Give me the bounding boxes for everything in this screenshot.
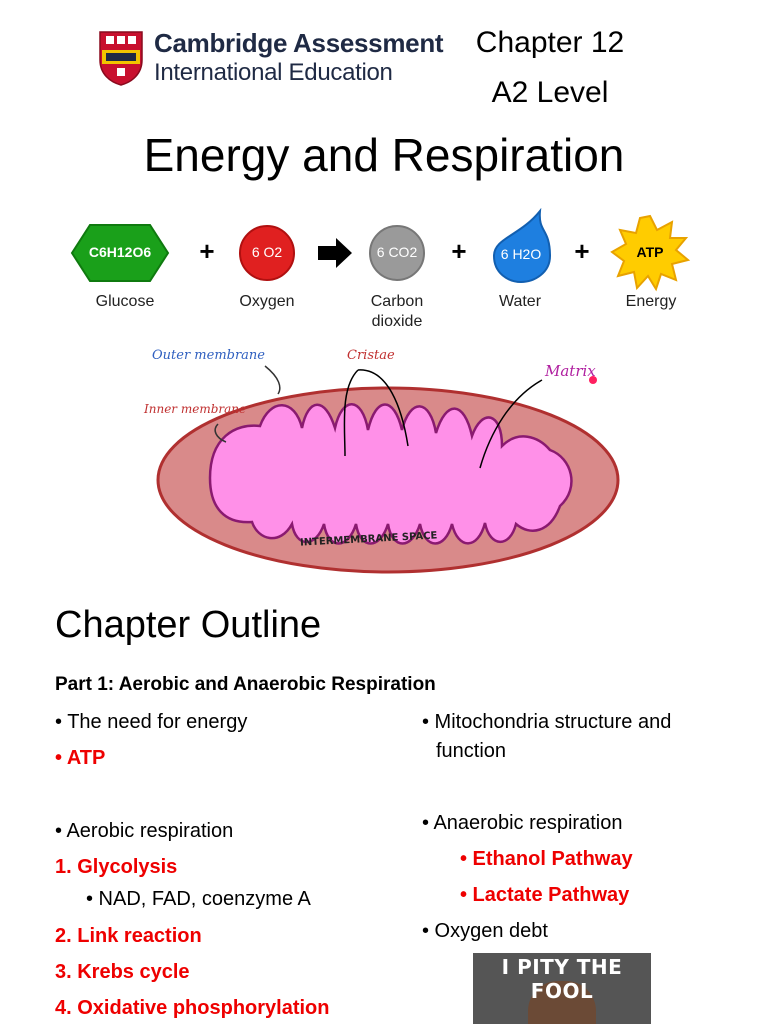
chapter-number: Chapter 12 [475, 26, 625, 59]
matrix-dot [589, 376, 597, 384]
oxygen-label: Oxygen [239, 293, 295, 310]
plus-sign: + [574, 236, 589, 266]
water-formula: 6 H2O [500, 246, 542, 262]
matrix-label: Matrix [545, 362, 596, 380]
glucose-label: Glucose [95, 293, 155, 310]
co2-formula: 6 CO2 [376, 244, 418, 260]
page-title: Energy and Respiration [143, 129, 625, 181]
plus-sign: + [199, 236, 214, 266]
list-item: 2. Link reaction [55, 925, 202, 947]
meme-caption: I PITY THE FOOL [501, 955, 623, 1003]
co2-label-line2: dioxide [371, 313, 423, 330]
shield-icon [99, 31, 143, 86]
water-drop [492, 208, 552, 284]
cambridge-logo: Cambridge Assessment International Educa… [98, 28, 444, 90]
list-item: • Mitochondria structure and [422, 711, 672, 733]
org-name-line2: International Education [154, 59, 393, 86]
oxygen-circle [239, 225, 295, 281]
list-item: • Lactate Pathway [460, 884, 630, 906]
list-item: • Ethanol Pathway [460, 848, 633, 870]
list-item: 3. Krebs cycle [55, 961, 190, 983]
list-item: • Aerobic respiration [55, 820, 234, 842]
chapter-heading: Chapter 12 A2 Level [440, 18, 660, 118]
atp-formula: ATP [636, 244, 664, 260]
list-item: 1. Glycolysis [55, 856, 178, 878]
equation-graphic: + + + [70, 208, 691, 292]
plus-sign: + [451, 236, 466, 266]
co2-label-line1: Carbon [370, 293, 424, 310]
inner-membrane-label: Inner membrane [144, 402, 247, 416]
list-item: • The need for energy [55, 711, 248, 733]
face-image [528, 981, 596, 1024]
cristae-label: Cristae [347, 348, 395, 363]
outline-heading: Chapter Outline [55, 604, 322, 646]
atp-starburst [610, 214, 691, 292]
outer-membrane-label: Outer membrane [152, 348, 265, 363]
co2-circle [369, 225, 425, 281]
org-name-line1: Cambridge Assessment [154, 28, 444, 58]
energy-label: Energy [625, 293, 677, 310]
arrow-icon [318, 238, 352, 268]
respiration-equation: + + + C6H12O6 6 O2 6 CO2 6 H2O ATP Gluco… [60, 208, 710, 338]
glucose-hexagon [70, 224, 170, 282]
mitochondrion-diagram: Outer membrane Cristae Inner membrane Ma… [140, 338, 640, 578]
list-item: • ATP [55, 747, 106, 769]
glucose-formula: C6H12O6 [88, 244, 152, 260]
co2-label: Carbon dioxide [357, 292, 437, 332]
list-item: • NAD, FAD, coenzyme A [86, 888, 311, 910]
mitochondrion-graphic [156, 365, 620, 574]
water-label: Water [498, 293, 542, 310]
list-item: • Anaerobic respiration [422, 812, 623, 834]
list-item: 4. Oxidative phosphorylation [55, 997, 330, 1019]
meme-image: I PITY THE FOOL [473, 953, 651, 1024]
level-label: A2 Level [491, 76, 609, 109]
part1-heading: Part 1: Aerobic and Anaerobic Respiratio… [55, 674, 436, 695]
oxygen-formula: 6 O2 [251, 244, 283, 260]
list-item: • Oxygen debt [422, 920, 548, 942]
inner-membrane-shape [208, 403, 573, 545]
list-item: function [436, 740, 507, 762]
